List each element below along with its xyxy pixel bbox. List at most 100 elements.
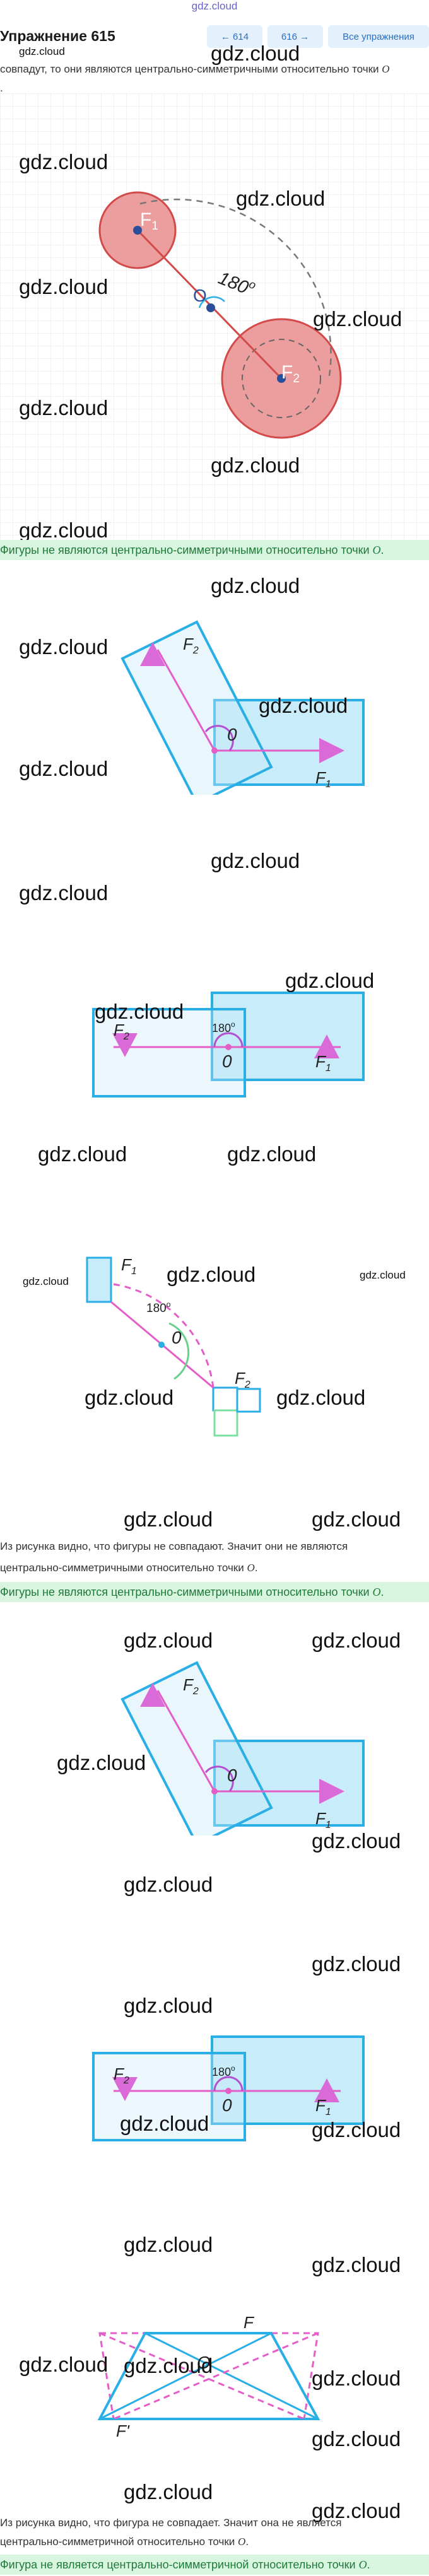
angle-mark [198,296,225,308]
watermark: gdz.cloud [124,2233,213,2256]
label-f1: F1 [121,1255,137,1277]
answer-box: Фигура не является центрально-симметричн… [0,2555,429,2575]
triangle-f1 [314,1034,339,1058]
rectangle-f1 [213,699,365,786]
point-o [158,1342,165,1348]
watermark: gdz.cloud [120,2112,209,2135]
rectangle-f2 [92,1008,246,1098]
label-f2: F2 [183,1675,199,1697]
rectangle-f2 [92,2052,246,2141]
label-f1: F1 [140,209,158,233]
watermark: gdz.cloud [124,1873,213,1896]
watermark: gdz.cloud [19,881,109,905]
watermark: gdz.cloud [211,574,300,597]
watermark: gdz.cloud [236,187,326,210]
watermark: gdz.cloud [276,1386,366,1409]
label-f-prime: F' [116,2421,130,2438]
point-o [211,747,218,754]
diagonal-image [113,2332,319,2420]
watermark: gdz.cloud [312,1629,401,1652]
answer-box: Фигуры не являются центрально-симметричн… [0,540,429,560]
label-o: 0 [227,725,237,744]
site-link[interactable]: gdz.cloud [191,0,238,12]
intro-dot: . [0,82,3,94]
rectangle-f1 [86,1256,112,1303]
label-o: O [197,2353,211,2372]
watermark: gdz.cloud [285,969,375,992]
triangle-f2 [112,1033,138,1057]
diagonal-image [99,2332,305,2420]
all-exercises-button[interactable]: Все упражнения [328,25,429,48]
conclusion-text: Из рисунка видно, что фигура не совпадае… [0,2517,342,2529]
angle-label: 180o [212,2064,235,2078]
watermark: gdz.cloud [167,1263,256,1286]
point-o [211,1788,218,1794]
angle-mark [168,1322,190,1380]
figure-trapezoid: F O F' [97,2313,320,2438]
watermark: gdz.cloud [38,1142,127,1166]
figure-rectangles-1: F2 0 F1 [120,620,365,795]
label-f1: F1 [315,1809,331,1830]
rectangle-f1 [213,1740,365,1827]
watermark: gdz.cloud [312,1829,401,1853]
angle-label: 180o [212,1020,235,1034]
watermark: gdz.cloud [312,2253,401,2276]
figure-small-shapes: F1 180o 0 F2 [86,1255,261,1437]
conclusion-text: центрально-симметричной относительно точ… [0,2536,249,2548]
watermark: gdz.cloud [124,1508,213,1531]
watermark: gdz.cloud [312,1508,401,1531]
watermark: gdz.cloud [19,150,109,173]
label-f2: F2 [281,362,300,385]
point-f2 [277,374,286,383]
watermark: gdz.cloud [19,275,109,298]
watermark: gdz.cloud [95,1000,184,1023]
watermark: gdz.cloud [19,635,109,659]
watermark: gdz.cloud [313,307,403,331]
point-f1 [133,226,142,235]
intro-text: совпадут, то они являются центрально-сим… [0,63,390,75]
label-f1: F1 [315,768,331,790]
label-o: 0 [222,2095,232,2115]
angle-mark [213,2076,244,2092]
watermark: gdz.cloud [124,1629,213,1652]
watermark: gdz.cloud [312,2499,401,2522]
label-f2: F2 [183,635,199,656]
watermark: gdz.cloud [312,1952,401,1976]
rectangle-check [213,1409,238,1437]
watermark: gdz.cloud [19,45,65,57]
figure-circles: F1 F2 O 180o [0,93,429,541]
conclusion-text: Из рисунка видно, что фигуры не совпадаю… [0,1540,348,1552]
prev-exercise-button[interactable]: ← 614 [207,25,262,48]
page-title: Упражнение 615 [0,28,115,44]
watermark: gdz.cloud [211,42,300,65]
watermark: gdz.cloud [312,2427,401,2450]
triangle-f1 [314,2078,339,2102]
point-o [225,2088,232,2094]
figure-rectangles-3: F2 0 F1 [120,1661,365,1835]
triangle-f1 [319,1779,344,1804]
answer-box: Фигуры не являются центрально-симметричн… [0,1582,429,1602]
rectangle-check [236,1388,261,1413]
figure-rectangles-2: 180o 0 F2 F1 [92,992,365,1098]
watermark: gdz.cloud [85,1386,174,1409]
watermark: gdz.cloud [19,396,109,419]
next-exercise-button[interactable]: 616 → [267,25,323,48]
watermark: gdz.cloud [211,849,300,872]
triangle-f2 [140,1683,165,1707]
rotation-arc [139,198,332,377]
figure-rectangles-4: 180o 0 F2 F1 [92,2035,365,2141]
watermark: gdz.cloud [211,454,300,477]
angle-label: 180o [146,1300,171,1315]
watermark: gdz.cloud [360,1269,406,1281]
label-f2: F2 [114,2064,129,2086]
watermark: gdz.cloud [124,1994,213,2017]
label-f2: F2 [235,1369,250,1390]
angle-mark [204,725,234,751]
watermark: gdz.cloud [19,757,109,780]
triangle-f1 [319,738,344,763]
diagonal [144,2332,319,2420]
label-f1: F1 [315,1052,331,1074]
triangle-f2 [112,2077,138,2101]
conclusion-text: центрально-симметричными относительно то… [0,1562,258,1574]
rectangle-f2 [212,1386,238,1412]
